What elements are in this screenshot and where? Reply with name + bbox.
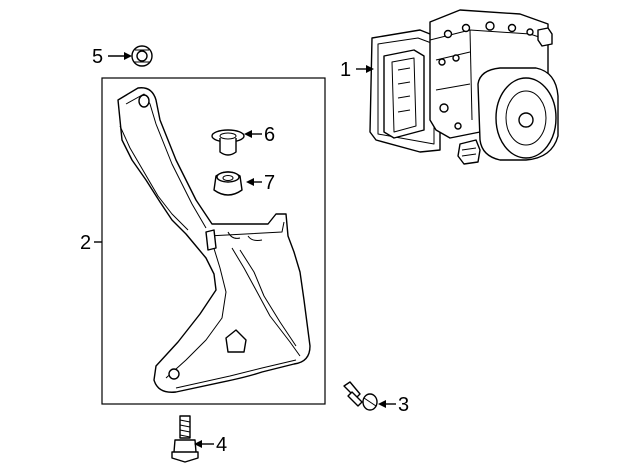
abs-modulator-assembly xyxy=(369,9,559,165)
hex-bolt xyxy=(171,415,199,463)
callout-7: 7 xyxy=(264,172,275,194)
callout-4: 4 xyxy=(216,434,227,456)
insulator xyxy=(213,171,243,196)
callout-2: 2 xyxy=(80,232,91,254)
mounting-bracket xyxy=(117,87,311,393)
grommet xyxy=(211,129,245,156)
callout-3: 3 xyxy=(398,394,409,416)
nut xyxy=(131,45,153,67)
callout-6: 6 xyxy=(264,124,275,146)
callout-5: 5 xyxy=(92,46,103,68)
flange-bolt xyxy=(343,381,378,411)
bracket-frame xyxy=(101,77,326,405)
callout-1: 1 xyxy=(340,59,351,81)
